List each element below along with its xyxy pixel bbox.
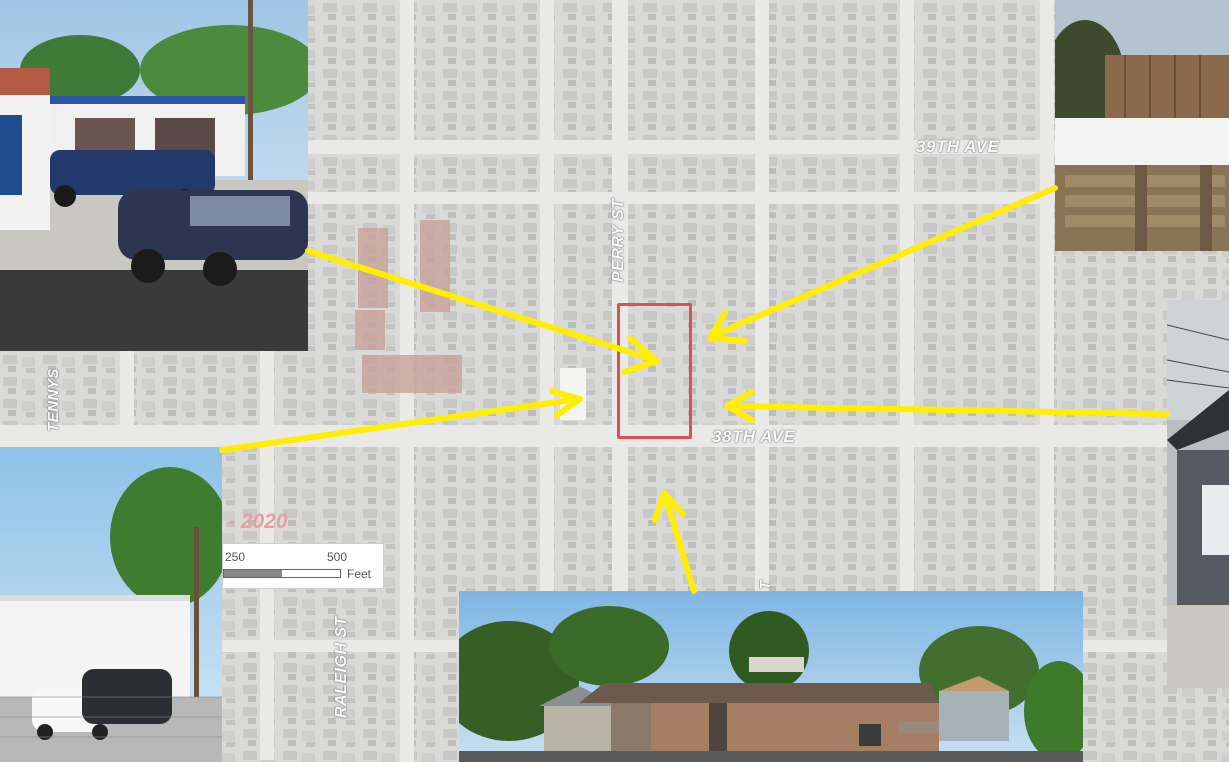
year-label: - 2020: [228, 510, 288, 533]
arrow-to-site-from-bottom: [662, 492, 697, 594]
auto-shop-photo[interactable]: [0, 0, 308, 351]
fence-yard-photo[interactable]: [1055, 0, 1229, 251]
building-photo[interactable]: [459, 591, 1083, 762]
parking-lot-photo[interactable]: [0, 447, 222, 762]
scale-tick-500: 500: [327, 550, 348, 564]
street-label-38th-ave: 38TH AVE: [712, 427, 796, 446]
arrow-to-site-from-top-right: [709, 185, 1058, 339]
scale-bar-graphic: [223, 569, 341, 578]
arrowhead-bottom: [652, 490, 686, 523]
street-label-39th-ave: 39TH AVE: [916, 137, 1000, 156]
arrowhead-top-left: [621, 335, 660, 375]
arrowhead-left: [549, 388, 583, 418]
arrow-to-site-from-right: [725, 403, 1170, 417]
arrow-to-building-from-left: [219, 396, 581, 453]
arrowhead-top-right: [707, 310, 748, 344]
scale-unit: Feet: [347, 567, 372, 581]
arrow-to-site-from-top-left: [305, 248, 658, 363]
house-siding-photo[interactable]: [1167, 300, 1229, 688]
scale-bar: 250 500 Feet: [222, 543, 384, 589]
subject-site-outline[interactable]: [617, 303, 692, 439]
scale-tick-250: 250: [225, 550, 246, 564]
arrowhead-right: [724, 389, 755, 423]
